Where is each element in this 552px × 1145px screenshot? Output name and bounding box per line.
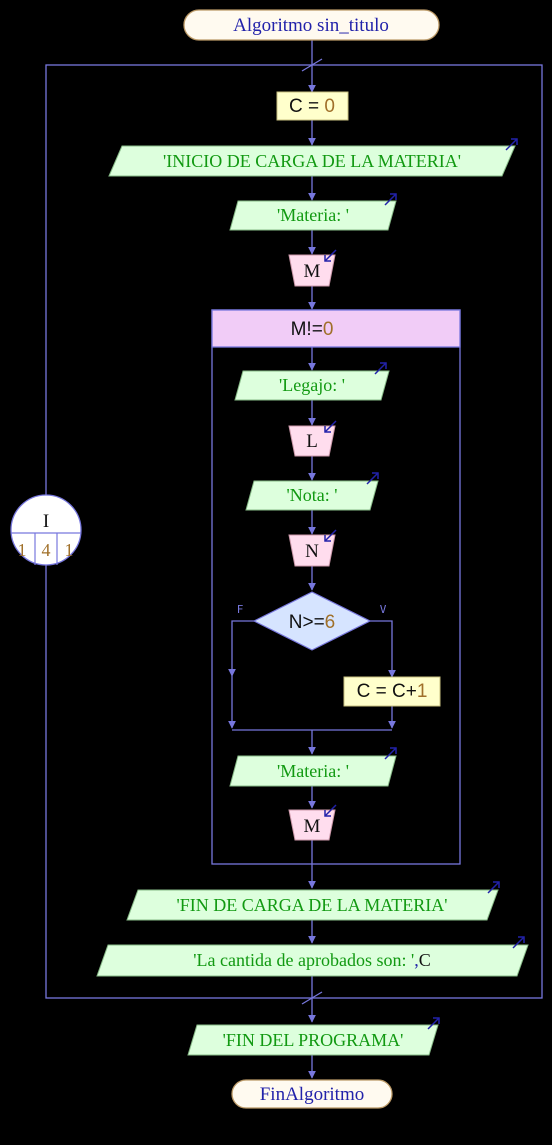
output-materia-1[interactable]: 'Materia: ' [229,193,397,231]
svg-text:'La cantida de aprobados son:: 'La cantida de aprobados son: ',C [193,950,430,970]
output-fin-programa-text: 'FIN DEL PROGRAMA' [223,1030,404,1050]
assign-c-increment-var: C = C+ [357,681,417,702]
decision-var: N>= [289,612,325,633]
input-arrow-icon [324,249,337,262]
output-legajo-text: 'Legajo: ' [279,375,345,395]
assign-c-zero-num: 0 [324,96,335,117]
input-arrow-icon [324,529,337,542]
decision-false-label: F [237,603,244,616]
svg-text:C = C+1: C = C+1 [357,681,428,702]
end-terminal[interactable]: FinAlgoritmo [231,1079,393,1109]
output-arrow-icon [384,193,397,206]
for-loop-node[interactable]: I 1 4 1 [10,494,82,566]
input-l[interactable]: L [288,420,337,457]
output-aprobados[interactable]: 'La cantida de aprobados son: ',C [96,936,529,977]
output-aprobados-sep: , [414,950,419,970]
output-legajo[interactable]: 'Legajo: ' [234,362,390,401]
output-inicio[interactable]: 'INICIO DE CARGA DE LA MATERIA' [108,138,518,177]
output-inicio-text: 'INICIO DE CARGA DE LA MATERIA' [163,151,461,171]
output-materia-1-text: 'Materia: ' [277,205,349,225]
while-condition-num: 0 [323,319,334,340]
input-m-1[interactable]: M [288,249,337,287]
decision-n-ge-6[interactable]: N>=6 [252,591,372,651]
output-arrow-icon [487,881,500,894]
input-m-2[interactable]: M [288,804,337,841]
connector-lines [45,40,543,1079]
input-m-1-text: M [304,261,321,282]
svg-text:N>=6: N>=6 [289,612,336,633]
for-loop-step: 1 [65,540,74,560]
output-arrow-icon [374,362,387,375]
assign-c-increment[interactable]: C = C+1 [343,676,441,707]
output-nota-text: 'Nota: ' [287,485,338,505]
output-arrow-icon [505,138,518,151]
for-loop-start: 1 [18,540,27,560]
assign-c-zero-var: C = [289,96,324,117]
output-aprobados-text: 'La cantida de aprobados son: ' [193,950,414,970]
while-condition-var: M!= [291,319,323,340]
input-arrow-icon [324,420,337,433]
assign-c-zero[interactable]: C = 0 [276,91,349,121]
output-arrow-icon [384,747,397,760]
input-m-2-text: M [304,816,321,837]
algorithm-title: Algoritmo sin_titulo [233,15,389,36]
output-aprobados-var: C [419,950,431,970]
input-n[interactable]: N [288,529,337,567]
output-arrow-icon [512,936,525,949]
svg-text:Algoritmo sin_titulo: Algoritmo sin_titulo [233,15,389,36]
output-arrow-icon [427,1017,440,1030]
for-loop-end: 4 [42,540,51,560]
output-fin-carga-text: 'FIN DE CARGA DE LA MATERIA' [177,895,448,915]
end-label: FinAlgoritmo [260,1084,365,1105]
decision-true-label: V [380,603,387,616]
while-condition[interactable]: M!=0 [211,309,461,348]
svg-text:M!=0: M!=0 [291,319,334,340]
decision-num: 6 [325,612,336,633]
loop-entry-marks [301,58,323,1005]
output-fin-carga[interactable]: 'FIN DE CARGA DE LA MATERIA' [126,881,500,921]
input-l-text: L [306,431,318,452]
start-terminal[interactable]: Algoritmo sin_titulo [183,9,440,41]
output-arrow-icon [366,472,379,485]
output-fin-programa[interactable]: 'FIN DEL PROGRAMA' [187,1017,440,1056]
output-materia-2-text: 'Materia: ' [277,761,349,781]
input-arrow-icon [324,804,337,817]
assign-c-increment-num: 1 [417,681,428,702]
output-nota[interactable]: 'Nota: ' [245,472,379,511]
svg-text:C = 0: C = 0 [289,96,335,117]
for-loop-variable: I [43,511,49,532]
output-materia-2[interactable]: 'Materia: ' [229,747,397,787]
input-n-text: N [305,541,319,562]
